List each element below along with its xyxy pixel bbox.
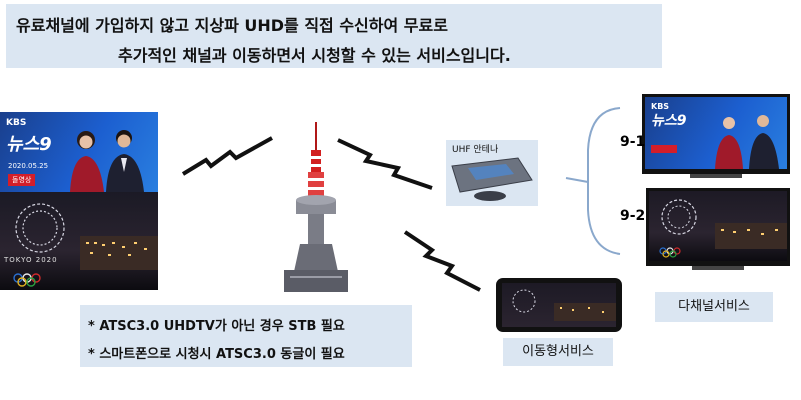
tv2-olympic-icon <box>659 199 787 258</box>
channel-label-9-1: 9-1 <box>620 134 646 150</box>
tv1-anchors-icon: KBS 뉴스9 <box>651 102 779 169</box>
phone-olympic-icon <box>512 289 616 321</box>
signal-to-mobile-icon <box>403 230 481 292</box>
intro-panel: 유료채널에 가입하지 않고 지상파 UHD를 직접 수신하여 무료로 추가적인 … <box>6 4 662 68</box>
news-anchors-illustration <box>70 130 144 192</box>
channel-label-9-2: 9-2 <box>620 208 646 224</box>
svg-text:뉴스9: 뉴스9 <box>651 113 687 129</box>
news9-logo: 뉴스9 <box>6 134 52 155</box>
tv-channel-9-1: KBS 뉴스9 <box>642 94 790 174</box>
uhf-antenna: UHF 안테나 <box>446 140 538 206</box>
note-stb: * ATSC3.0 UHDTV가 아닌 경우 STB 필요 <box>88 319 345 334</box>
signal-to-antenna-icon <box>337 138 433 190</box>
tokyo-night-screen: TOKYO 2020 <box>0 192 158 290</box>
tv1-screen: KBS 뉴스9 <box>645 97 787 169</box>
uhf-antenna-label: UHF 안테나 <box>452 145 499 155</box>
broadcast-source-image: KBS 뉴스9 2020.05.25 돌영상 <box>0 112 158 290</box>
broadcast-tower-icon <box>284 122 348 292</box>
svg-text:KBS: KBS <box>651 102 669 111</box>
tv2-stand <box>692 266 744 270</box>
intro-line-1: 유료채널에 가입하지 않고 지상파 UHD를 직접 수신하여 무료로 <box>16 16 448 35</box>
bracket-line-icon <box>587 107 621 255</box>
tv-channel-9-2 <box>646 188 790 266</box>
mobile-service-label: 이동형서비스 <box>503 338 613 366</box>
intro-line-2: 추가적인 채널과 이동하면서 시청할 수 있는 서비스입니다. <box>118 46 511 65</box>
smartphone-screen <box>502 283 616 327</box>
signal-to-source-icon <box>181 136 273 176</box>
olympic-emblem-illustration <box>13 203 158 287</box>
tokyo-2020-text: TOKYO 2020 <box>4 256 58 264</box>
news-screen: KBS 뉴스9 2020.05.25 돌영상 <box>0 112 158 192</box>
smartphone-device <box>496 278 622 332</box>
notes-panel: * ATSC3.0 UHDTV가 아닌 경우 STB 필요 * 스마트폰으로 시… <box>80 305 412 367</box>
kbs-logo: KBS <box>6 118 27 128</box>
tv1-stand <box>690 174 742 178</box>
tv2-screen <box>649 191 787 261</box>
antenna-icon <box>451 157 533 201</box>
video-badge: 돌영상 <box>8 174 36 186</box>
note-dongle: * 스마트폰으로 시청시 ATSC3.0 동글이 필요 <box>88 347 345 362</box>
broadcast-date: 2020.05.25 <box>8 162 49 170</box>
multichannel-service-label: 다채널서비스 <box>655 292 773 322</box>
